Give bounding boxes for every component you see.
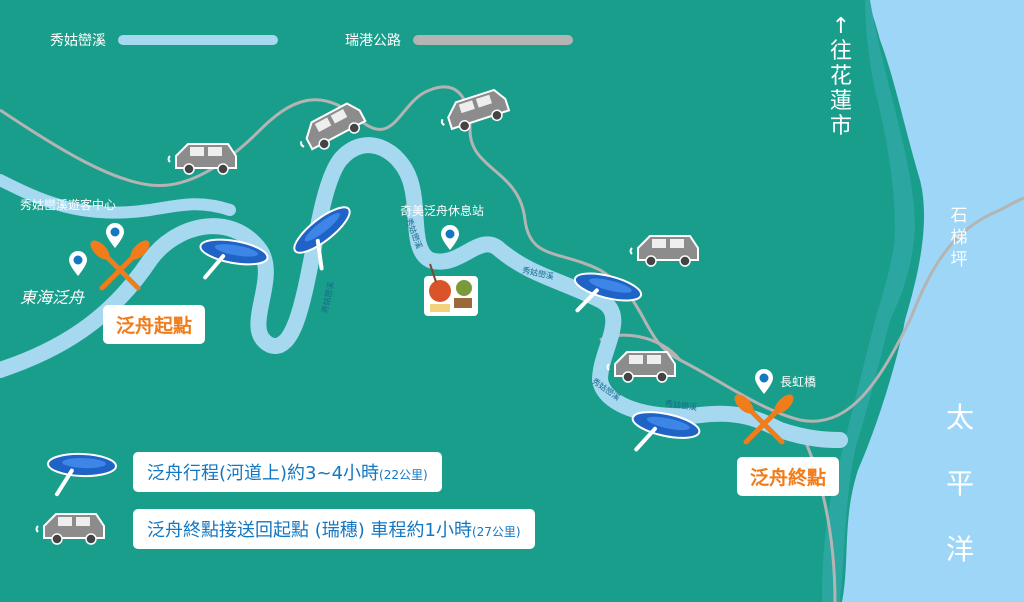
rafting-start-tag: 泛舟起點 [103,305,206,344]
legend-road-label: 瑞港公路 [345,33,401,49]
rafting-distance-text: (22公里) [379,468,428,482]
brand-logo: 東海泛舟 [20,288,85,307]
shuttle-van-icon [606,351,676,383]
ruigang-highway [0,85,1024,423]
rafting-end-tag: 泛舟終點 [737,457,840,496]
shitiping-label: 石梯坪 [950,206,968,270]
legend-road: 瑞港公路 [345,30,573,50]
shuttle-duration-info: 泛舟終點接送回起點 (瑞穗) 車程約1小時(27公里) [133,509,535,549]
shuttle-van-icon [167,143,237,175]
xiuguluan-river [0,137,848,448]
ocean-label-char: 洋 [945,533,974,566]
ocean-label-char: 平 [945,467,974,500]
rest-stop-pin-icon [441,225,459,250]
ocean-label-char: 太 [945,401,974,434]
legend-river: 秀姑巒溪 [50,30,278,50]
rafting-duration-text: 泛舟行程(河道上)約3~4小時 [147,463,380,484]
shuttle-distance-text: (27公里) [471,525,521,539]
pacific-ocean [842,0,1024,602]
legend-road-line [413,35,573,45]
legend-raft-icon [47,453,116,496]
river-tributary [0,174,236,219]
legend-river-label: 秀姑巒溪 [50,33,106,49]
visitor-center-pin-icon [106,223,124,248]
legend-van-icon [35,513,105,545]
shuttle-duration-text: 泛舟終點接送回起點 (瑞穗) 車程約1小時 [147,520,472,541]
shuttle-van-icon [436,86,512,138]
legend-river-line [118,35,278,45]
bridge-label: 長虹橋 [780,375,817,389]
visitor-center-label: 秀姑巒溪遊客中心 [20,198,117,212]
coastal-land [822,0,915,602]
road-south [798,429,837,602]
north-arrow-icon: ↑ [831,14,851,39]
shuttle-van-icon [629,235,699,267]
location-pin-icon [69,251,87,276]
rest-stop-label: 奇美泛舟休息站 [400,204,485,218]
bridge-pin-icon [755,369,773,394]
lunch-box-icon [424,263,478,316]
north-direction-text: 往花蓮市 [829,39,852,139]
rafting-duration-info: 泛舟行程(河道上)約3~4小時(22公里) [133,452,442,492]
north-direction: ↑ 往花蓮市 [826,14,856,139]
